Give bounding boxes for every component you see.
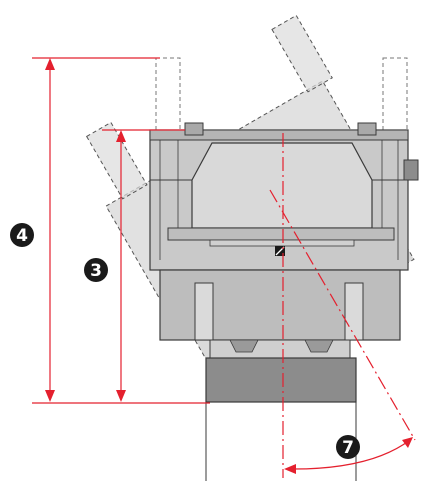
base-block <box>205 357 357 403</box>
callout-height-to-reference: 3 <box>84 258 108 282</box>
callout-label: 7 <box>342 438 354 458</box>
left-guide-post <box>155 57 181 134</box>
upright-assembly <box>149 57 419 481</box>
left-clamp <box>184 122 204 136</box>
tilted-centerline <box>269 189 416 441</box>
callout-label: 4 <box>16 226 28 246</box>
rail <box>167 227 395 241</box>
dim-7-arc <box>287 439 411 470</box>
callout-label: 3 <box>90 261 102 281</box>
inner-pocket <box>191 142 373 229</box>
right-guide-post <box>382 57 408 134</box>
side-knob <box>403 159 419 181</box>
callout-total-height: 4 <box>10 223 34 247</box>
right-clamp <box>357 122 377 136</box>
dimension-lines <box>32 57 416 478</box>
callout-tilt-angle: 7 <box>336 435 360 459</box>
